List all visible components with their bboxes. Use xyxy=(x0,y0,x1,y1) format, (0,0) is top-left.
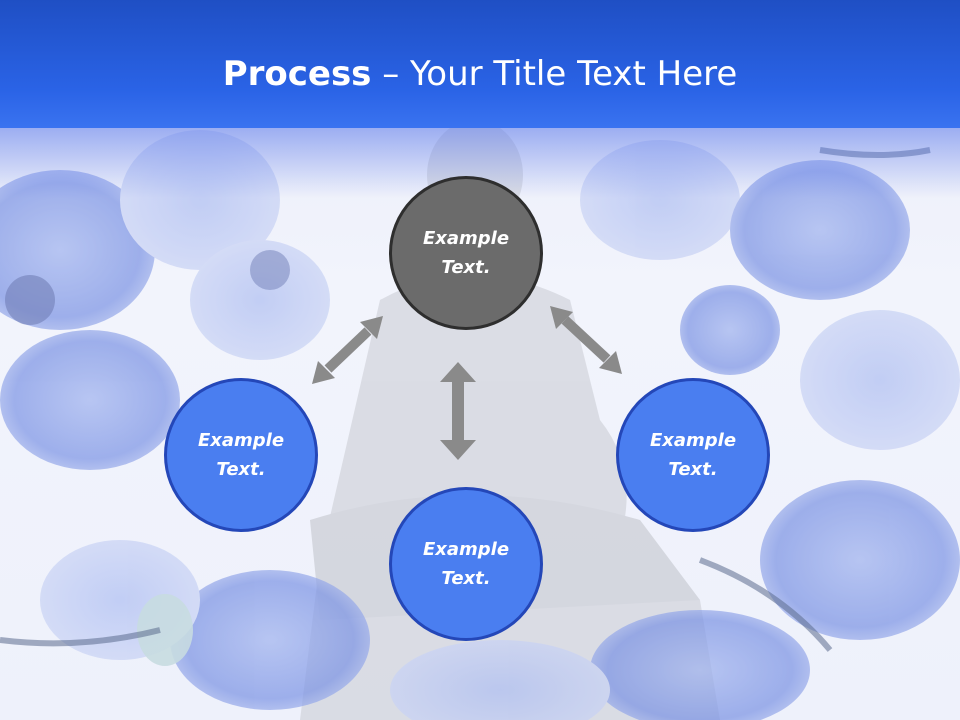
slide-title: Process – Your Title Text Here xyxy=(0,52,960,96)
node-left-line2: Text. xyxy=(216,459,266,480)
vertical-double-arrow-icon xyxy=(440,362,476,460)
node-top-line2: Text. xyxy=(441,257,491,278)
process-node-left[interactable]: Example Text. xyxy=(164,378,318,532)
process-node-right[interactable]: Example Text. xyxy=(616,378,770,532)
process-node-bottom[interactable]: Example Text. xyxy=(389,487,543,641)
node-right-line2: Text. xyxy=(668,459,718,480)
slide-title-bold: Process xyxy=(222,54,372,94)
slide-title-rest: – Your Title Text Here xyxy=(371,54,738,94)
node-left-line1: Example xyxy=(197,430,285,451)
node-bottom-line1: Example xyxy=(422,539,510,560)
node-right-line1: Example xyxy=(649,430,737,451)
left-double-arrow-icon xyxy=(312,316,383,384)
title-bar xyxy=(0,0,960,128)
node-bottom-line2: Text. xyxy=(441,568,491,589)
right-double-arrow-icon xyxy=(550,306,622,374)
process-node-top[interactable]: Example Text. xyxy=(389,176,543,330)
node-top-line1: Example xyxy=(422,228,510,249)
